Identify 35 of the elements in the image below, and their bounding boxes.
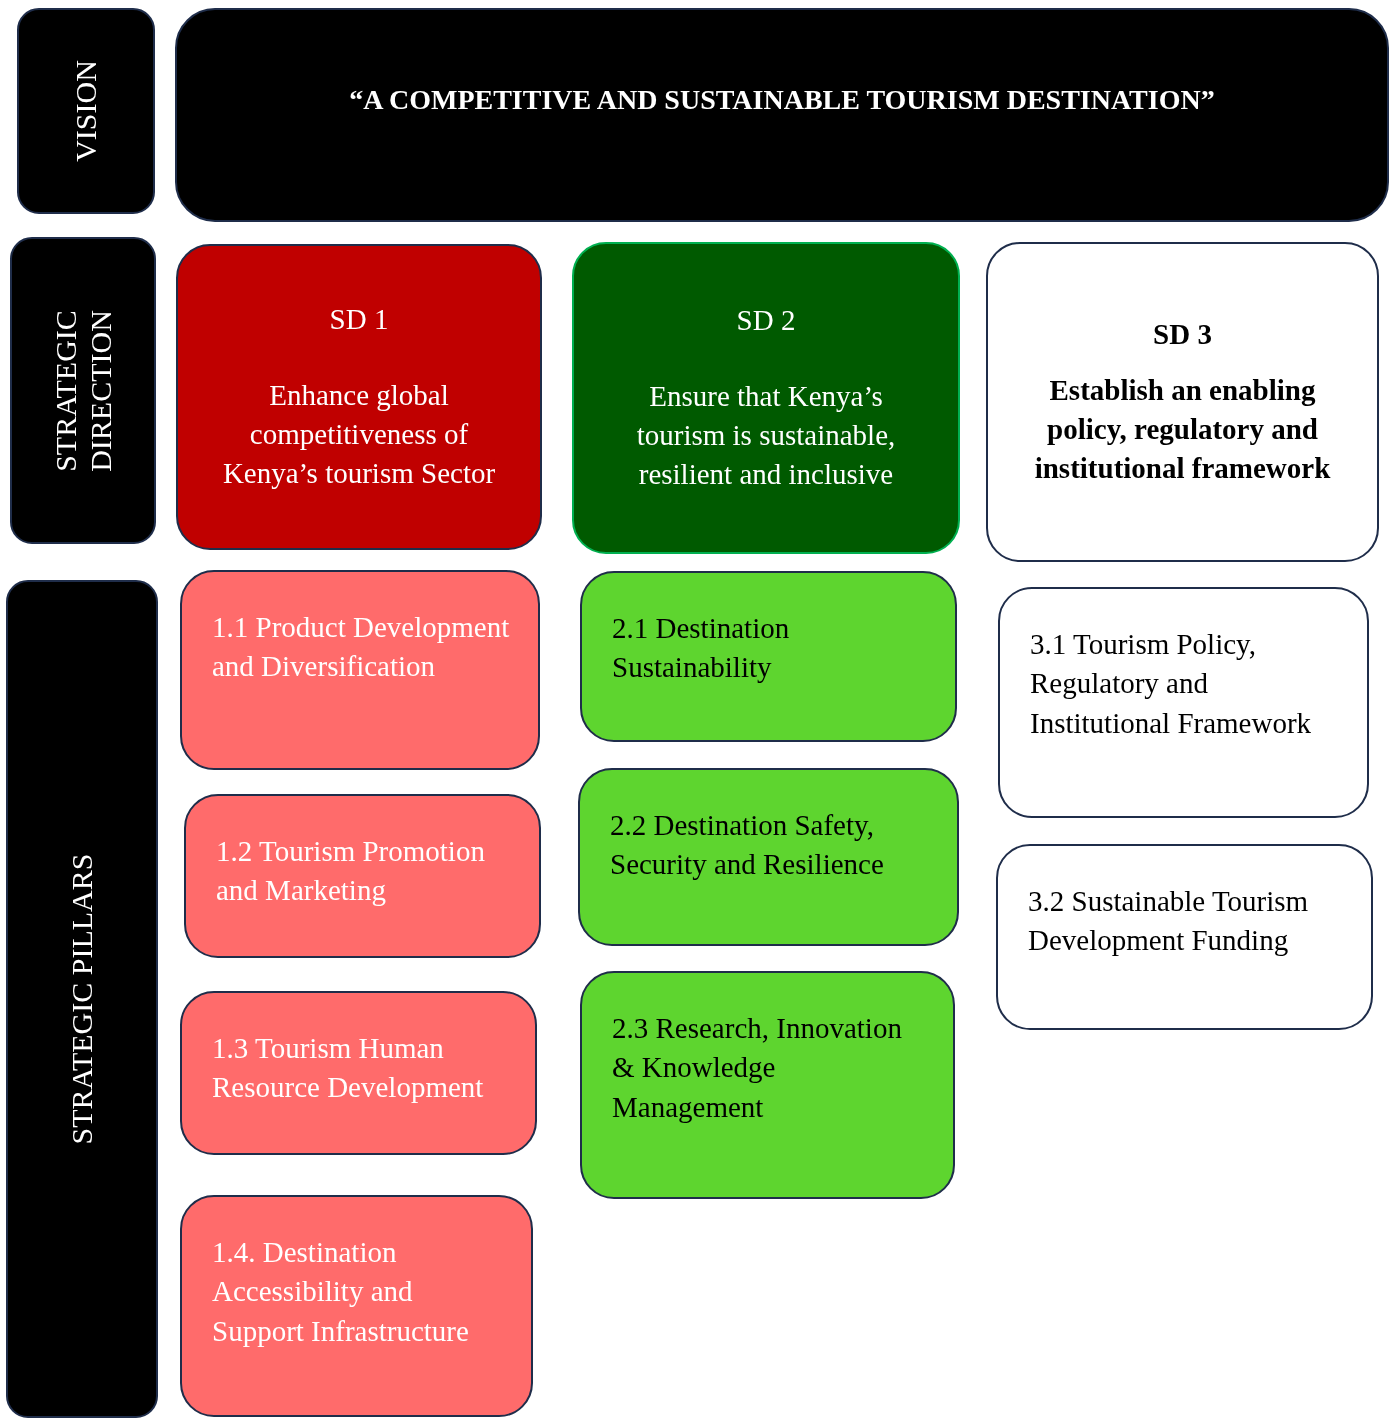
pillar-box [180, 570, 540, 770]
row-heading: STRATEGIC DIRECTION [48, 308, 117, 474]
pillar-title: 2.1 Destination Sustainability [612, 611, 791, 686]
pillar-title: 2.3 Research, Innovation & Knowledge Management [612, 1011, 903, 1125]
pillar-box [996, 844, 1373, 1030]
pillar-box [580, 971, 955, 1199]
vision-statement: “A COMPETITIVE AND SUSTAINABLE TOURISM DESTINATION” [348, 82, 1216, 117]
pillar-box [184, 794, 541, 958]
pillar-title: 2.2 Destination Safety, Security and Resilience [610, 808, 885, 883]
pillar-title: 3.2 Sustainable Tourism Development Funding [1028, 884, 1310, 959]
pillar-title: 1.2 Tourism Promotion and Marketing [216, 834, 486, 909]
direction-statement: Enhance global competitiveness of Kenya’s tourism Sector [221, 377, 497, 492]
direction-statement: Ensure that Kenya’s tourism is sustainable, resilient and inclusive [635, 378, 897, 493]
vision-statement-box [175, 8, 1389, 222]
pillar-box [180, 991, 537, 1155]
row-heading: VISION [68, 59, 103, 164]
strategic-direction-box [986, 242, 1379, 562]
strategic-direction-box [176, 244, 542, 550]
pillar-title: 1.1 Product Development and Diversification [212, 610, 511, 685]
pillar-title: 1.4. Destination Accessibility and Support Infrastructure [212, 1235, 470, 1349]
pillar-box [180, 1195, 533, 1417]
direction-statement: Establish an enabling policy, regulatory and institutional framework [1033, 372, 1332, 487]
direction-number: SD 3 [1152, 317, 1213, 353]
pillar-box [998, 587, 1369, 818]
pillar-title: 3.1 Tourism Policy, Regulatory and Institutional Framework [1030, 627, 1313, 741]
row-heading-box [17, 8, 155, 214]
strategic-direction-box [572, 242, 960, 554]
pillar-box [578, 768, 959, 946]
row-heading-box [10, 237, 156, 544]
direction-number: SD 1 [328, 302, 390, 338]
row-heading: STRATEGIC PILLARS [64, 852, 99, 1147]
pillar-box [580, 571, 957, 742]
row-heading-box [6, 580, 158, 1418]
direction-number: SD 2 [735, 303, 797, 339]
pillar-title: 1.3 Tourism Human Resource Development [212, 1031, 485, 1106]
